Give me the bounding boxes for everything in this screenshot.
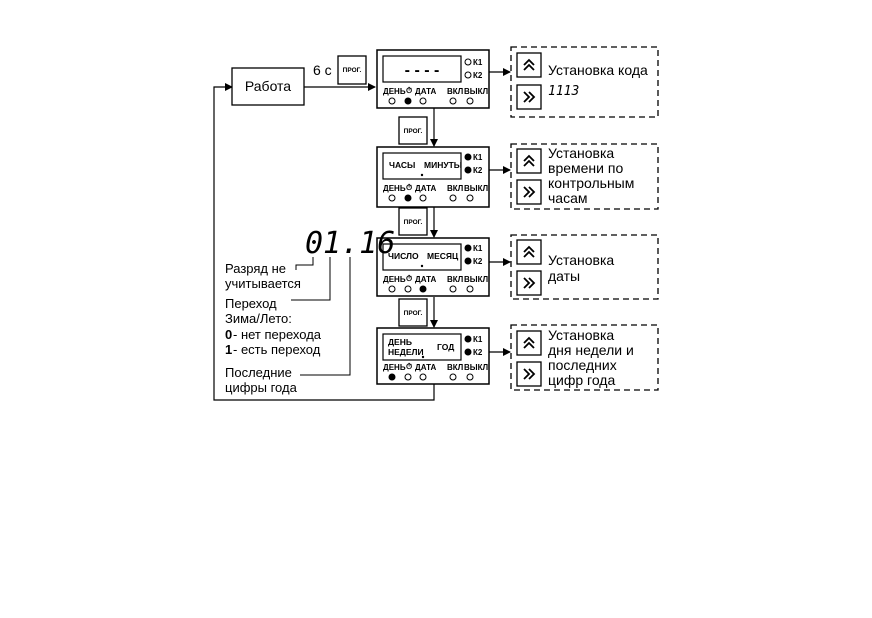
text-label: К1 bbox=[473, 58, 483, 67]
text-label: ДЕНЬ bbox=[388, 337, 412, 347]
text-label: цифр года bbox=[548, 372, 615, 388]
clock-icon: ⏱ bbox=[406, 361, 412, 371]
text-label: даты bbox=[548, 268, 580, 284]
prog-button-3[interactable]: ПРОГ. bbox=[398, 298, 428, 327]
text-label: Зима/Лето: bbox=[225, 311, 292, 326]
text-label: ДЕНЬ bbox=[383, 275, 406, 284]
text-label: ВКЛ bbox=[447, 275, 464, 284]
text-label: Установка bbox=[548, 145, 614, 161]
text-label: Разряд не bbox=[225, 261, 286, 276]
text-label: ПРОГ. bbox=[343, 67, 362, 74]
device-2-time: ЧАСЫ МИНУТЫ К1 К2 ДЕНЬ ⏱ ДАТА ВКЛ ВЫКЛ bbox=[376, 146, 490, 208]
text-label: Переход bbox=[225, 296, 277, 311]
text-label: МИНУТЫ bbox=[424, 160, 462, 170]
prog-button-top[interactable]: ПРОГ. bbox=[337, 55, 367, 85]
panel-time-setup: Установка времени по контрольным часам bbox=[510, 143, 659, 210]
text-label: ГОД bbox=[437, 342, 454, 352]
text-label: ВЫКЛ bbox=[464, 275, 488, 284]
leader-second-digit bbox=[291, 257, 331, 301]
text-label: последних bbox=[548, 357, 617, 373]
text-label: К2 bbox=[473, 257, 483, 266]
text-label: ВЫКЛ bbox=[464, 184, 488, 193]
leader-year-digits bbox=[300, 257, 351, 376]
text-label: контрольным bbox=[548, 175, 634, 191]
leader-first-digit bbox=[295, 257, 314, 270]
text-label: ДАТА bbox=[415, 363, 436, 372]
panel-date-setup: Установка даты bbox=[510, 234, 659, 300]
text-label: - есть переход bbox=[233, 342, 321, 357]
text-label: 1 bbox=[225, 342, 232, 357]
text-label: ВКЛ bbox=[447, 363, 464, 372]
device-3-date: ЧИСЛО МЕСЯЦ К1 К2 ДЕНЬ ⏱ ДАТА ВКЛ ВЫКЛ bbox=[376, 237, 490, 297]
text-label: Последние bbox=[225, 365, 292, 380]
work-block: Работа bbox=[231, 67, 305, 106]
clock-icon: ⏱ bbox=[406, 182, 412, 192]
clock-icon: ⏱ bbox=[406, 273, 412, 283]
text-label: - нет перехода bbox=[233, 327, 322, 342]
work-label: Работа bbox=[245, 78, 291, 94]
text-label: цифры года bbox=[225, 380, 298, 395]
clock-icon: ⏱ bbox=[406, 85, 412, 95]
panel-code-setup: Установка кода 1113 bbox=[510, 46, 659, 118]
text-label: дня недели и bbox=[548, 342, 634, 358]
text-label: Установка кода bbox=[548, 62, 648, 78]
text-label: ДАТА bbox=[415, 87, 436, 96]
text-label: К1 bbox=[473, 153, 483, 162]
text-label: ВЫКЛ bbox=[464, 87, 488, 96]
text-label: ДАТА bbox=[415, 184, 436, 193]
text-label: Установка bbox=[548, 327, 614, 343]
screen-dashes: - - - - bbox=[405, 62, 440, 79]
text-label: ДАТА bbox=[415, 275, 436, 284]
text-label: ДЕНЬ bbox=[383, 184, 406, 193]
text-label: учитывается bbox=[225, 276, 301, 291]
text-label: НЕДЕЛИ bbox=[388, 347, 424, 357]
text-label: МЕСЯЦ bbox=[427, 251, 459, 261]
text-label: ПРОГ. bbox=[404, 219, 423, 226]
prog-button-1[interactable]: ПРОГ. bbox=[398, 116, 428, 145]
text-label: К2 bbox=[473, 71, 483, 80]
text-label: ПРОГ. bbox=[404, 128, 423, 135]
prog-button-2[interactable]: ПРОГ. bbox=[398, 207, 428, 236]
text-label: ЧАСЫ bbox=[389, 160, 415, 170]
date-display-example: 01.16 bbox=[305, 226, 395, 261]
text-label: К2 bbox=[473, 348, 483, 357]
text-label: Установка bbox=[548, 252, 614, 268]
text-label: ПРОГ. bbox=[404, 310, 423, 317]
delay-label: 6 с bbox=[313, 62, 332, 78]
device-4-weekday-year: ДЕНЬ НЕДЕЛИ ГОД К1 К2 ДЕНЬ ⏱ ДАТА ВКЛ ВЫ… bbox=[376, 327, 490, 385]
text-label: ДЕНЬ bbox=[383, 87, 406, 96]
text-label: К1 bbox=[473, 335, 483, 344]
code-display: 1113 bbox=[548, 84, 579, 99]
text-label: К2 bbox=[473, 166, 483, 175]
text-label: К1 bbox=[473, 244, 483, 253]
device-1-code: - - - - К1 К2 ДЕНЬ ⏱ ДАТА ВКЛ ВЫКЛ bbox=[376, 49, 490, 109]
text-label: ВКЛ bbox=[447, 87, 464, 96]
text-label: ВЫКЛ bbox=[464, 363, 488, 372]
text-label: часам bbox=[548, 190, 588, 206]
return-loop-line bbox=[213, 83, 435, 401]
text-label: времени по bbox=[548, 160, 623, 176]
text-label: ДЕНЬ bbox=[383, 363, 406, 372]
text-label: ЧИСЛО bbox=[388, 251, 419, 261]
text-label: 0 bbox=[225, 327, 232, 342]
panel-weekday-year-setup: Установка дня недели и последних цифр го… bbox=[510, 324, 659, 391]
text-label: ВКЛ bbox=[447, 184, 464, 193]
